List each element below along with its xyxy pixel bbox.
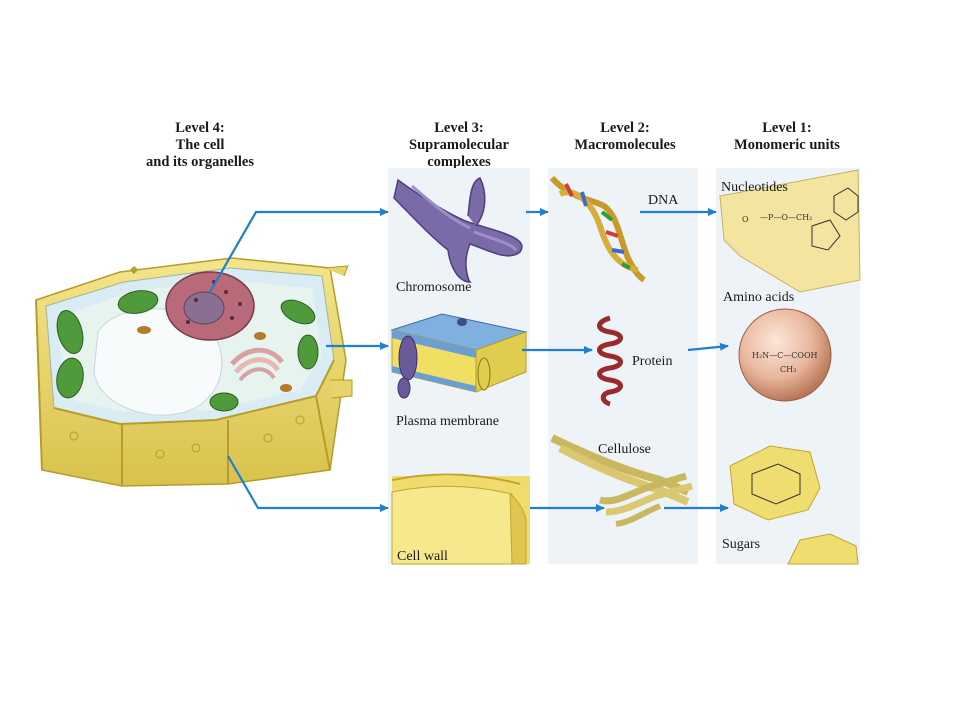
dna-illustration (549, 175, 646, 283)
sugar-structure-illustration (729, 445, 859, 565)
header-level-2-line2: Macromolecules (574, 137, 676, 153)
label-protein: Protein (632, 354, 673, 369)
header-level-3-line3: complexes (427, 154, 491, 170)
label-cell-wall: Cell wall (397, 549, 448, 564)
protein-illustration (597, 315, 623, 407)
flow-arrows (209, 208, 729, 512)
header-level-4: Level 4: The cell and its organelles (120, 120, 280, 171)
header-level-3: Level 3: Supramolecular complexes (384, 120, 534, 171)
chromosome-illustration (393, 177, 523, 283)
label-nucleotides: Nucleotides (721, 180, 788, 195)
label-plasma-membrane: Plasma membrane (396, 414, 500, 429)
amino-acid-sphere-illustration: H₂N—C—COOH CH₃ (738, 308, 832, 402)
label-amino-acids: Amino acids (723, 290, 795, 305)
svg-text:O: O (742, 215, 749, 224)
panel-level-2 (548, 168, 698, 564)
label-dna: DNA (648, 193, 679, 208)
header-level-1-line2: Monomeric units (734, 137, 840, 153)
header-level-4-line3: and its organelles (146, 154, 254, 170)
cell-wall-illustration (391, 473, 530, 565)
header-level-4-line1: Level 4: (175, 120, 225, 136)
label-cellulose: Cellulose (598, 442, 651, 457)
header-level-2-line1: Level 2: (600, 120, 650, 136)
svg-text:—P—O—CH₂: —P—O—CH₂ (760, 213, 812, 222)
header-level-2: Level 2: Macromolecules (550, 120, 700, 154)
cellulose-illustration (550, 434, 693, 527)
header-level-4-line2: The cell (175, 137, 225, 153)
header-level-3-line1: Level 3: (434, 120, 484, 136)
header-level-3-line2: Supramolecular (409, 137, 509, 153)
plant-cell-illustration (35, 257, 353, 487)
plasma-membrane-illustration (390, 313, 528, 399)
label-sugars: Sugars (722, 537, 761, 552)
header-level-1: Level 1: Monomeric units (712, 120, 862, 154)
nucleotide-structure-illustration: O —P—O—CH₂ (719, 169, 861, 293)
header-level-1-line1: Level 1: (762, 120, 812, 136)
label-chromosome: Chromosome (396, 280, 472, 295)
svg-text:H₂N—C—COOH: H₂N—C—COOH (752, 351, 818, 360)
svg-text:CH₃: CH₃ (780, 365, 796, 374)
